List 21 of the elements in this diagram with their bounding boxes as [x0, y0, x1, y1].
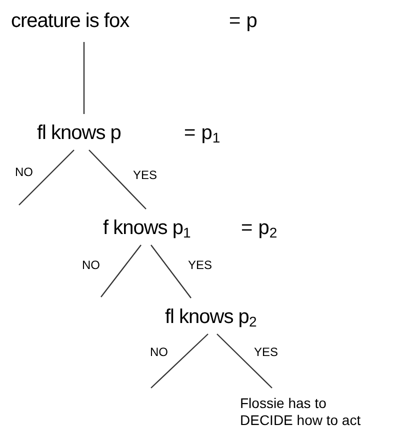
branch-line: [88, 150, 146, 210]
branch-line: [216, 334, 272, 388]
node-text: fl knows p$_{2}$: [165, 305, 256, 329]
edge-label: YES: [132, 168, 158, 182]
node-text: f knows p$_{1}$: [103, 216, 190, 240]
edge-label: NO: [81, 258, 101, 272]
branch-line: [100, 244, 142, 298]
branch-line: [83, 42, 85, 114]
edge-label: YES: [253, 345, 280, 359]
node-text: fl knows p: [37, 121, 121, 145]
edge-label: NO: [149, 345, 169, 359]
edge-label: NO: [14, 165, 34, 179]
equation-label: = p$_{1}$: [184, 121, 220, 145]
node-text: Flossie has to DECIDE how to act: [240, 395, 362, 429]
equation-label: = p$_{2}$: [241, 216, 278, 240]
edge-label: YES: [187, 258, 214, 272]
node-text: creature is fox: [11, 9, 130, 33]
branch-line: [18, 150, 74, 206]
branch-line: [150, 334, 208, 388]
branch-line: [150, 244, 192, 298]
equation-label: = p: [229, 9, 258, 33]
